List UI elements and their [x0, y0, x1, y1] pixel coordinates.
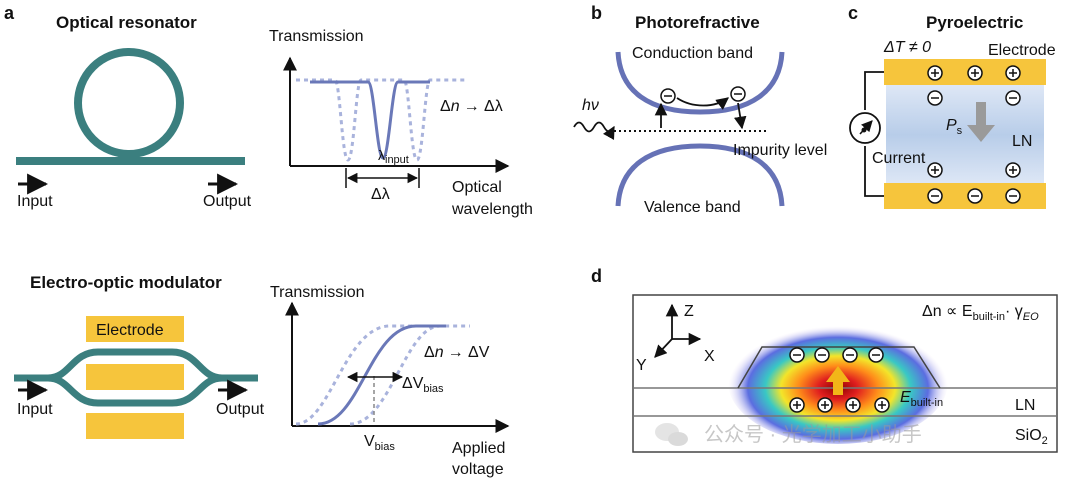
electrode-bottom [86, 413, 184, 439]
plus-charge [789, 397, 805, 413]
modulator-transmission-axis-label: Transmission [270, 284, 365, 301]
bottom-negative-charges [927, 188, 1021, 204]
plus-charge [1005, 65, 1021, 81]
resonator-input-label: Input [17, 193, 53, 210]
ln-label-d: LN [1015, 397, 1035, 414]
conduction-band-label: Conduction band [632, 45, 753, 62]
top-positive-charges [927, 65, 1021, 81]
plus-charge [927, 65, 943, 81]
modulator-output-label: Output [216, 401, 265, 418]
watermark: 公众号 · 光学加工小助手 [655, 423, 922, 446]
transmission-axis-label: Transmission [269, 28, 364, 45]
ln-label-c: LN [1012, 133, 1032, 150]
ps-label: Ps [946, 117, 963, 137]
plus-charge [967, 65, 983, 81]
delta-lambda-label: Δλ [371, 186, 390, 203]
valence-band-curve [615, 143, 785, 207]
coordinate-axes-icon [654, 303, 702, 358]
modulator-input-label: Input [17, 401, 53, 418]
wavelength-axis-label-line1: Optical [452, 179, 502, 196]
plus-charge [927, 162, 943, 178]
transmission-plot-resonator: Transmission Δλ λinput Δn→ Δλ Optical wa… [269, 28, 533, 218]
mzi-lower-arm [14, 374, 258, 407]
minus-charge [842, 347, 858, 363]
ring-waveguide [74, 48, 184, 158]
e-builtin-label: Ebuilt-in [900, 389, 943, 409]
impurity-level-label: Impurity level [733, 142, 827, 159]
panel-a-letter: a [4, 3, 15, 23]
modulator-relation: Δn→ ΔV [424, 344, 490, 361]
voltage-axis-label-line2: voltage [452, 461, 504, 478]
trapping-arrow [733, 102, 747, 130]
plus-charge [1005, 162, 1021, 178]
electrode-label: Electrode [96, 322, 164, 339]
current-label: Current [872, 150, 926, 167]
minus-charge [868, 347, 884, 363]
top-electrode [884, 59, 1046, 85]
conduction-band-curve [615, 51, 785, 115]
plus-charge [817, 397, 833, 413]
electrode-middle [86, 364, 184, 390]
minus-charge [927, 90, 943, 106]
circuit-wire [864, 71, 884, 197]
ammeter-icon [849, 112, 881, 144]
minus-charge [789, 347, 805, 363]
modulator-title: Electro-optic modulator [30, 273, 222, 292]
ridge-negative-charges [789, 347, 884, 363]
plus-charge [874, 397, 890, 413]
wavelength-axis-label-line2: wavelength [451, 201, 533, 218]
panel-c-letter: c [848, 3, 858, 23]
shifted-resonance-curve [296, 78, 466, 162]
photon-wave-icon [573, 121, 615, 140]
v-bias-label: Vbias [364, 433, 395, 453]
photorefractive-title: Photorefractive [635, 13, 760, 32]
shifted-curve-left [295, 324, 420, 426]
ring-resonator [16, 48, 245, 165]
valence-band-label: Valence band [644, 199, 741, 216]
resonator-relation: Δn→ Δλ [440, 98, 503, 115]
modulator-transfer-curve [317, 324, 446, 426]
mzi-upper-arm [14, 348, 258, 382]
panel-d-letter: d [591, 266, 602, 286]
electrode-label-c: Electrode [988, 42, 1056, 59]
minus-charge [1005, 188, 1021, 204]
delta-v-bias-label: ΔVbias [402, 375, 444, 395]
built-in-field-arrow-icon [826, 366, 850, 395]
drift-arrow [676, 97, 729, 110]
base-positive-charges [789, 397, 890, 413]
resonator-output-label: Output [203, 193, 252, 210]
electrode-top [86, 316, 184, 342]
pyroelectric-title: Pyroelectric [926, 13, 1023, 32]
x-axis-label: X [704, 348, 715, 365]
delta-t-label: ΔT ≠ 0 [883, 39, 931, 56]
minus-charge [927, 188, 943, 204]
wechat-icon-bubble [668, 432, 688, 446]
plus-charge [845, 397, 861, 413]
resonance-curve [310, 80, 430, 160]
minus-charge [1005, 90, 1021, 106]
sio2-label: SiO2 [1015, 427, 1048, 447]
resonator-title: Optical resonator [56, 13, 197, 32]
panel-b-letter: b [591, 3, 602, 23]
bottom-positive-charges [927, 162, 1021, 178]
minus-charge [967, 188, 983, 204]
ln-ridge-waveguide [737, 346, 941, 389]
polarization-arrow-icon [967, 102, 995, 142]
minus-charge [814, 347, 830, 363]
voltage-axis-label-line1: Applied [452, 440, 505, 457]
watermark-text: 公众号 · 光学加工小助手 [704, 423, 922, 446]
lambda-input-label: λinput [378, 147, 409, 166]
top-negative-charges [927, 90, 1021, 106]
y-axis-label: Y [636, 357, 647, 374]
photon-label: hν [582, 97, 599, 114]
bottom-electrode [884, 183, 1046, 209]
z-axis-label: Z [684, 303, 694, 320]
transmission-plot-modulator: Transmission ΔVbias Vbias Δn→ ΔV Applied… [270, 284, 510, 478]
eo-relation: Δn ∝ Ebuilt-in· γEO [922, 303, 1039, 323]
